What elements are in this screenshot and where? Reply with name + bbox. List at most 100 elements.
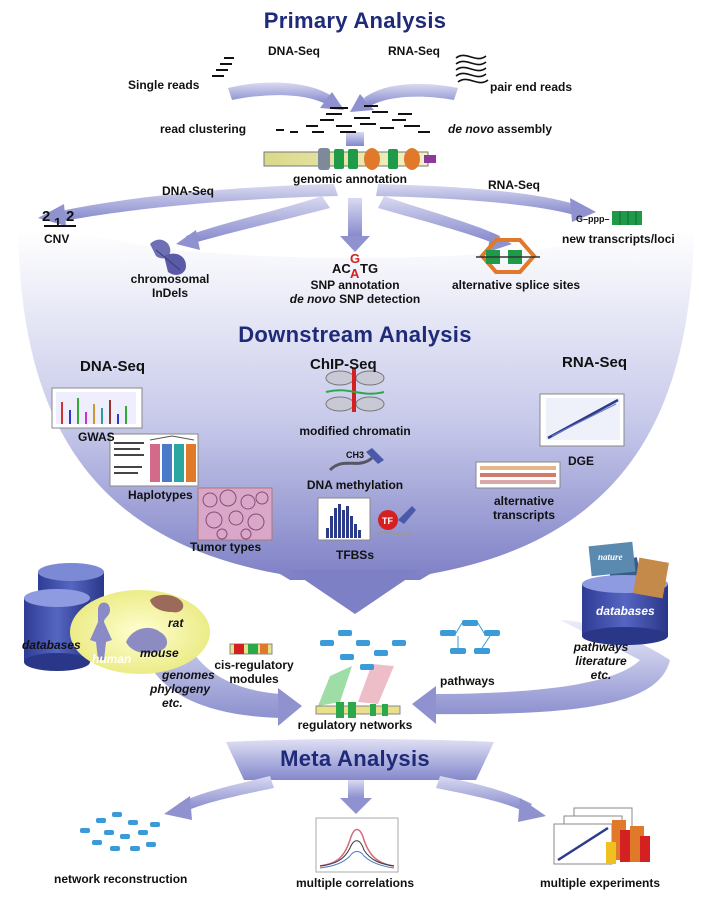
de-novo-assembly-label: de novo assembly xyxy=(448,122,552,136)
pair-end-reads-icon xyxy=(455,54,489,84)
phylogeny-label: phylogeny xyxy=(150,682,211,696)
primary-analysis-title: Primary Analysis xyxy=(263,8,447,33)
genomes-label: genomes xyxy=(162,668,215,682)
multiple-correlations-label: multiple correlations xyxy=(295,876,415,890)
read-cluster-icon xyxy=(276,105,430,133)
snp-bottom-base: A xyxy=(350,266,360,281)
left-integration-arrowhead xyxy=(278,688,302,726)
ch3-label: CH3 xyxy=(346,450,365,460)
databases-right-label: databases xyxy=(596,604,655,618)
primary-dna-seq-label: DNA-Seq xyxy=(268,44,321,58)
genomes-etc-label: etc. xyxy=(162,696,183,710)
meta-funnel xyxy=(226,739,494,780)
rat-label: rat xyxy=(168,616,184,630)
cnv-label: CNV xyxy=(44,232,70,246)
downstream-rna-seq-label: RNA-Seq xyxy=(562,354,628,371)
network-reconstruction-icon xyxy=(80,812,160,851)
pathways-icon xyxy=(440,620,500,654)
databases-right-cylinders xyxy=(582,541,669,645)
pair-end-reads-label: pair end reads xyxy=(490,80,573,94)
alt-transcripts-track xyxy=(475,461,561,489)
tf-label: TF xyxy=(382,516,393,526)
multiple-experiments-stack xyxy=(553,807,650,865)
mouse-label: mouse xyxy=(140,646,179,660)
alt-splice-label: alternative splice sites xyxy=(452,278,581,292)
indels-label: InDels xyxy=(151,286,188,300)
genomic-annotation-label: genomic annotation xyxy=(293,172,407,186)
downstream-dna-seq-label: DNA-Seq xyxy=(80,358,146,375)
gwas-plot xyxy=(51,387,143,429)
methylation-icon xyxy=(328,448,384,472)
merge-arrows xyxy=(228,82,458,146)
cis-regulatory-icon xyxy=(229,643,273,655)
human-label: human xyxy=(92,652,132,666)
alternative-label: alternative xyxy=(493,494,555,508)
snp-prefix: AC xyxy=(332,261,351,276)
organism-icons xyxy=(90,594,184,660)
gwas-label: GWAS xyxy=(78,430,115,444)
snp-detection-text: SNP detection xyxy=(339,292,421,306)
de-novo-text: de novo xyxy=(448,122,495,136)
meta-arrow-left xyxy=(178,776,274,812)
new-transcripts-label: new transcripts/loci xyxy=(562,232,675,246)
pathways-label: pathways xyxy=(440,674,495,688)
databases-left-label: databases xyxy=(22,638,81,652)
right-integration-arrowhead xyxy=(412,686,436,724)
primary-rna-seq-label: RNA-Seq xyxy=(388,44,441,58)
cis-regulatory-label: cis-regulatory xyxy=(214,658,294,672)
snp-top-base: G xyxy=(350,251,361,266)
snp-de-novo-text: de novo xyxy=(289,292,336,306)
alt-splice-icon xyxy=(476,238,540,274)
dna-methylation-label: DNA methylation xyxy=(306,478,404,492)
pathways-right-label: pathways xyxy=(573,640,629,654)
new-transcripts-icon xyxy=(612,211,642,225)
journal-logo: nature xyxy=(598,552,623,562)
meta-arrow-center-head xyxy=(340,798,372,814)
regulatory-network-icon xyxy=(315,630,406,718)
tfbss-label: TFBSs xyxy=(335,548,374,562)
modules-label: modules xyxy=(229,672,279,686)
haplotypes-table xyxy=(109,433,199,487)
chromosomal-label: chromosomal xyxy=(130,272,210,286)
read-clustering-label: read clustering xyxy=(160,122,247,136)
chromosome-icon xyxy=(150,239,186,275)
regulatory-networks-label: regulatory networks xyxy=(297,718,413,732)
meta-arrow-left-head xyxy=(164,796,192,820)
dge-label: DGE xyxy=(568,454,595,468)
tumor-tissue-image xyxy=(197,487,273,541)
transcripts-label: transcripts xyxy=(492,508,556,522)
meta-analysis-title: Meta Analysis xyxy=(280,746,430,771)
tf-binding-icon xyxy=(375,506,416,536)
meta-arrow-right xyxy=(436,776,532,812)
genomic-annotation-bar xyxy=(263,148,436,170)
snp-suffix: TG xyxy=(360,261,379,276)
literature-etc-label: etc. xyxy=(590,668,612,682)
snp-detection-label: de novo SNP detection xyxy=(270,292,440,306)
transcript-cap-label: G–ppp– xyxy=(576,214,610,224)
dge-plot xyxy=(539,393,625,447)
modified-chromatin-label: modified chromatin xyxy=(299,424,411,438)
chromatin-icon xyxy=(325,368,385,412)
split-arrows xyxy=(38,184,596,252)
network-reconstruction-label: network reconstruction xyxy=(54,872,188,886)
literature-label: literature xyxy=(575,654,627,668)
tumor-types-label: Tumor types xyxy=(190,540,262,554)
cnv-number-left: 2 xyxy=(42,208,51,225)
downstream-funnel-tip xyxy=(290,570,420,614)
meta-arrow-right-head xyxy=(518,798,546,822)
multiple-experiments-label: multiple experiments xyxy=(540,876,661,890)
haplotypes-label: Haplotypes xyxy=(128,488,193,502)
cnv-number-right: 2 xyxy=(66,208,75,225)
tfbs-histogram xyxy=(317,497,371,541)
multiple-correlations-plot xyxy=(315,817,399,873)
split-rna-seq-label: RNA-Seq xyxy=(488,178,541,192)
cnv-number-middle: 1 xyxy=(54,215,62,230)
single-reads-icon xyxy=(212,57,234,77)
snp-annotation-label: SNP annotation xyxy=(310,278,400,292)
meta-arrow-center xyxy=(348,780,364,800)
split-dna-seq-label: DNA-Seq xyxy=(162,184,215,198)
single-reads-label: Single reads xyxy=(128,78,200,92)
downstream-analysis-title: Downstream Analysis xyxy=(238,322,472,347)
